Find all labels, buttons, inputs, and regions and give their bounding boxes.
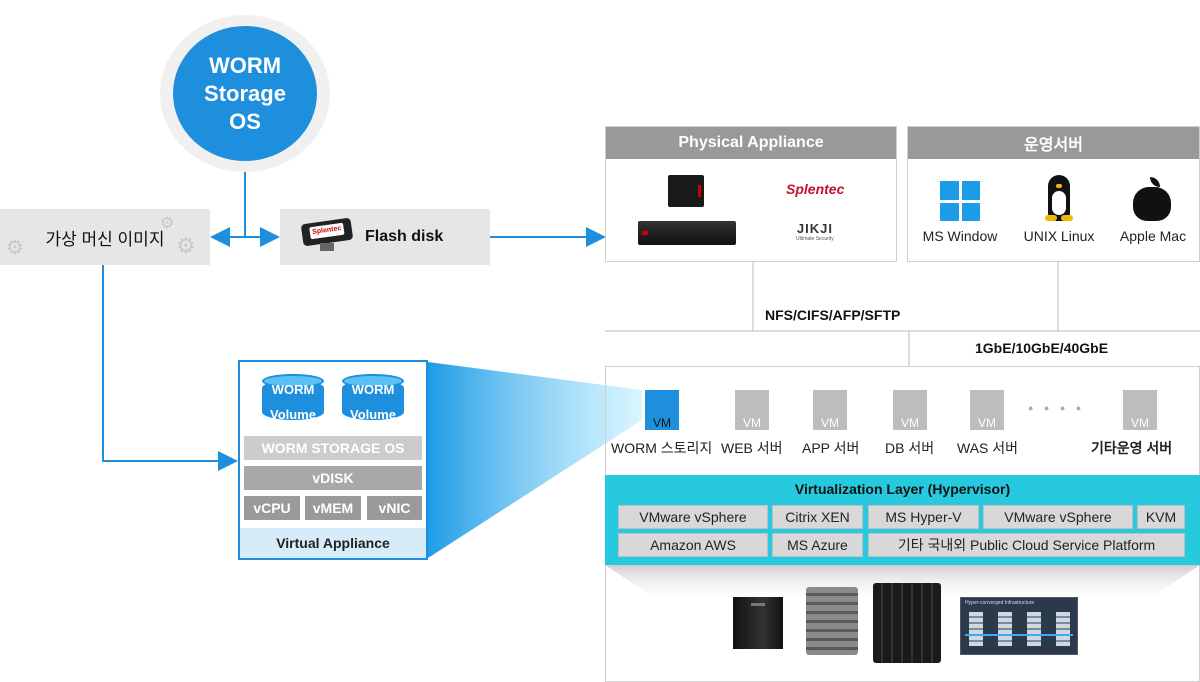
worm-volume-icon: WORM Volume [342, 374, 404, 424]
cloud-aws: Amazon AWS [618, 533, 768, 557]
worm-volume-icon: WORM Volume [262, 374, 324, 424]
vm-label: DB 서버 [885, 440, 935, 456]
gear-icon: ⚙ [160, 215, 175, 232]
vm-monitor-icon: VM [813, 390, 847, 430]
network-speed-label: 1GbE/10GbE/40GbE [975, 340, 1109, 356]
virtualization-title: Virtualization Layer (Hypervisor) [794, 481, 1011, 497]
windows-icon [940, 181, 980, 221]
ellipsis: ● ● ● ● [1028, 403, 1086, 413]
va-os-bar: WORM STORAGE OS [244, 436, 422, 460]
vm-label: WAS 서버 [957, 440, 1019, 456]
tower-server-icon [733, 597, 783, 649]
virtual-appliance-box: WORM Volume WORM Volume WORM STORAGE OS … [238, 360, 428, 560]
apple-icon [1133, 177, 1171, 221]
vm-image-box: ⚙ ⚙ ⚙ 가상 머신 이미지 [0, 209, 210, 265]
ops-server-header: 운영서버 [908, 127, 1199, 159]
vm-label: 기타운영 서버 [1091, 440, 1173, 456]
hypervisor-hyperv: MS Hyper-V [868, 505, 979, 529]
va-vnic: vNIC [367, 496, 422, 520]
va-vmem: vMEM [305, 496, 361, 520]
rack-cabinet-icon [873, 583, 941, 663]
vm-label: APP 서버 [802, 440, 860, 456]
flash-disk-box: Splentec Flash disk [280, 209, 490, 265]
usb-connector [320, 243, 334, 251]
virtualization-layer: Virtualization Layer (Hypervisor) VMware… [605, 475, 1200, 565]
vm-monitor-icon: VM [735, 390, 769, 430]
jikji-logo: JIKJI Ultimate Security [796, 221, 834, 242]
volume-label: WORM Volume [350, 382, 396, 422]
hypervisor-vmware-2: VMware vSphere [983, 505, 1133, 529]
blade-server-icon [806, 587, 858, 655]
vm-item-app: VM [790, 390, 870, 430]
ops-item-label: MS Window [922, 228, 998, 244]
va-vdisk-bar: vDISK [244, 466, 422, 490]
vm-label: WEB 서버 [721, 440, 783, 456]
flash-disk-logo: Splentec [309, 222, 345, 240]
vm-item-was: VM [947, 390, 1027, 430]
jikji-logo-subtitle: Ultimate Security [796, 236, 834, 242]
ops-server-panel: 운영서버 MS Window UNIX Linux Apple Mac [907, 126, 1200, 262]
vm-item-web: VM [712, 390, 792, 430]
vm-monitor-icon: VM [893, 390, 927, 430]
vm-monitor-icon: VM [1123, 390, 1157, 430]
file-protocols-label: NFS/CIFS/AFP/SFTP [765, 307, 901, 323]
volume-label: WORM Volume [270, 382, 316, 422]
hyperconverged-label: Hyper-converged Infrastructure [965, 600, 1035, 606]
physical-appliance-header: Physical Appliance [606, 127, 896, 159]
vm-monitor-icon: VM [970, 390, 1004, 430]
vm-monitor-icon: VM [645, 390, 679, 430]
flash-disk-label: Flash disk [365, 228, 444, 245]
gear-icon: ⚙ [6, 237, 24, 259]
ops-item-label: Apple Mac [1119, 228, 1187, 244]
hypervisor-kvm: KVM [1137, 505, 1185, 529]
vm-item-db: VM [870, 390, 950, 430]
va-footer: Virtual Appliance [240, 528, 426, 558]
rack-server-icon [638, 221, 736, 245]
vm-label: WORM 스토리지 [611, 440, 713, 456]
cloud-azure: MS Azure [772, 533, 863, 557]
va-vcpu: vCPU [244, 496, 300, 520]
tux-icon [1041, 175, 1077, 221]
splentec-logo: Splentec [786, 181, 845, 197]
worm-storage-os-circle: WORM Storage OS [173, 26, 317, 161]
hypervisor-citrix: Citrix XEN [772, 505, 863, 529]
hyperconverged-icon: Hyper-converged Infrastructure [960, 597, 1078, 655]
vm-image-label: 가상 머신 이미지 [45, 229, 165, 249]
hypervisor-vmware: VMware vSphere [618, 505, 768, 529]
cloud-other-public: 기타 국내외 Public Cloud Service Platform [868, 533, 1185, 557]
jikji-logo-text: JIKJI [796, 221, 833, 236]
vm-item-other: VM [1100, 390, 1180, 430]
nas-device-icon [668, 175, 704, 207]
ops-item-label: UNIX Linux [1023, 228, 1095, 244]
gear-icon: ⚙ [176, 233, 196, 258]
physical-appliance-panel: Physical Appliance Splentec JIKJI Ultima… [605, 126, 897, 262]
vm-item-worm: VM [622, 390, 702, 430]
